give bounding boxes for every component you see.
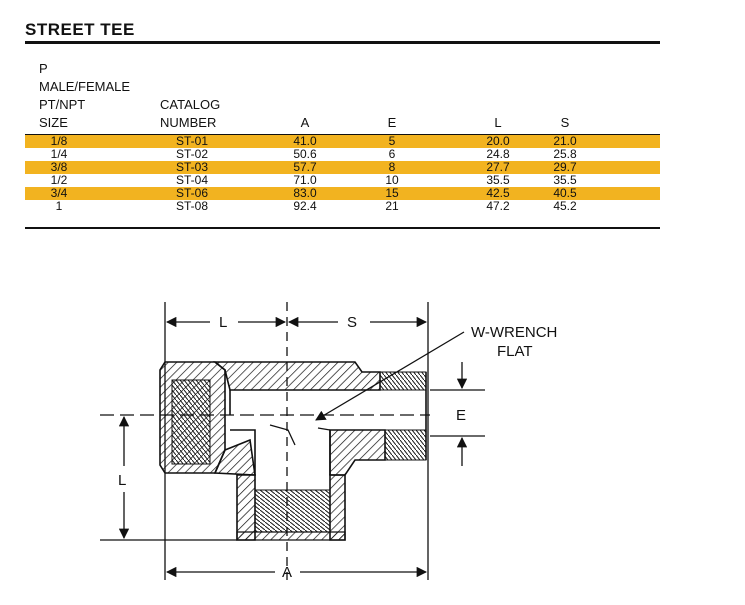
cell-a: 57.7 <box>293 160 317 174</box>
label-a: A <box>282 564 292 581</box>
cell-size: 3/4 <box>50 186 68 200</box>
cell-l: 42.5 <box>486 186 510 200</box>
header-size-line: P <box>39 61 48 76</box>
cell-e: 8 <box>388 160 396 174</box>
cell-s: 21.0 <box>553 134 577 148</box>
cell-l: 47.2 <box>486 199 510 213</box>
header-l: L <box>494 115 502 130</box>
table-row: 1/2 ST-04 71.0 10 35.5 35.5 <box>25 174 660 187</box>
cell-a: 92.4 <box>293 199 317 213</box>
table-bottom-rule <box>25 227 660 229</box>
cell-s: 45.2 <box>553 199 577 213</box>
label-wrench-2: FLAT <box>497 343 533 360</box>
header-size-line: SIZE <box>39 115 68 130</box>
cell-l: 24.8 <box>486 147 510 161</box>
cell-catalog: ST-04 <box>175 173 208 187</box>
label-wrench-1: W-WRENCH <box>471 324 557 341</box>
cell-size: 1/8 <box>50 134 68 148</box>
cell-e: 5 <box>388 134 396 148</box>
label-l-side: L <box>118 472 126 489</box>
cell-catalog: ST-06 <box>175 186 208 200</box>
table-row: 3/8 ST-03 57.7 8 27.7 29.7 <box>25 161 660 174</box>
street-tee-diagram: L S W-WRENCH FLAT E L A <box>100 302 557 581</box>
cell-s: 25.8 <box>553 147 577 161</box>
table-top-rule <box>25 134 660 135</box>
cell-size: 1 <box>55 199 63 213</box>
cell-catalog: ST-08 <box>175 199 208 213</box>
cell-catalog: ST-02 <box>175 147 208 161</box>
thread-branch <box>254 489 331 533</box>
cell-s: 35.5 <box>553 173 577 187</box>
cell-size: 3/8 <box>50 160 68 174</box>
cell-catalog: ST-03 <box>175 160 208 174</box>
header-catalog-line: NUMBER <box>160 115 217 130</box>
table-row: 1/8 ST-01 41.0 5 20.0 21.0 <box>25 135 660 148</box>
cell-catalog: ST-01 <box>175 134 208 148</box>
thread-left <box>171 379 211 465</box>
thread-right-bottom <box>384 429 427 461</box>
cell-size: 1/4 <box>50 147 68 161</box>
cell-e: 21 <box>385 199 399 213</box>
cell-e: 6 <box>388 147 396 161</box>
cell-a: 41.0 <box>293 134 317 148</box>
label-s: S <box>347 314 357 331</box>
header-size: P MALE/FEMALE PT/NPT SIZE <box>39 60 130 132</box>
cell-s: 29.7 <box>553 160 577 174</box>
cell-a: 71.0 <box>293 173 317 187</box>
cell-a: 50.6 <box>293 147 317 161</box>
label-e: E <box>456 407 466 424</box>
header-e: E <box>387 115 397 130</box>
cell-l: 27.7 <box>486 160 510 174</box>
header-catalog-line: CATALOG <box>160 97 221 112</box>
header-size-line: PT/NPT <box>39 97 86 112</box>
table-row: 1/4 ST-02 50.6 6 24.8 25.8 <box>25 148 660 161</box>
thread-right-top <box>379 371 427 391</box>
table-row: 1 ST-08 92.4 21 47.2 45.2 <box>25 200 660 213</box>
spec-table: 1/8 ST-01 41.0 5 20.0 21.0 1/4 ST-02 50.… <box>25 135 660 213</box>
table-row: 3/4 ST-06 83.0 15 42.5 40.5 <box>25 187 660 200</box>
cell-size: 1/2 <box>50 173 68 187</box>
cell-l: 20.0 <box>486 134 510 148</box>
header-a: A <box>300 115 310 130</box>
header-s: S <box>560 115 570 130</box>
cell-l: 35.5 <box>486 173 510 187</box>
title-rule <box>25 41 660 44</box>
cell-e: 10 <box>385 173 399 187</box>
label-l-top: L <box>219 314 227 331</box>
header-size-line: MALE/FEMALE <box>39 79 131 94</box>
page-title: STREET TEE <box>25 20 135 39</box>
header-catalog: CATALOG NUMBER <box>160 96 220 132</box>
cell-s: 40.5 <box>553 186 577 200</box>
cell-e: 15 <box>385 186 399 200</box>
cell-a: 83.0 <box>293 186 317 200</box>
